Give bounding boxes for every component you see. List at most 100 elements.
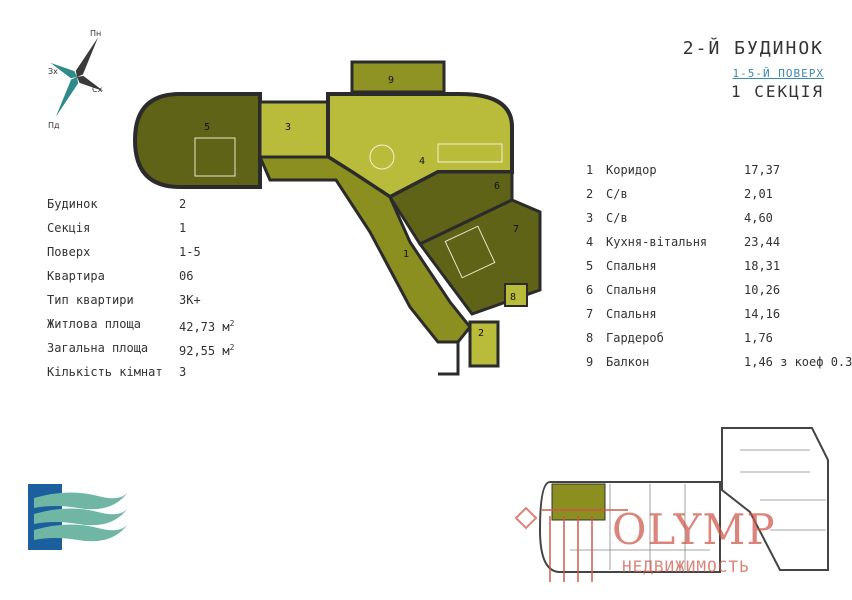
floor-plan: 1 2 3 4 5 6 7 8 9: [132, 60, 542, 376]
bed-icon: [444, 225, 496, 279]
room-3-bathroom[interactable]: [258, 100, 330, 159]
info-label: Секція: [47, 221, 91, 235]
info-label: Поверх: [47, 245, 91, 259]
plan-label-3: 3: [285, 122, 291, 133]
room-num: 4: [586, 235, 594, 249]
plan-label-4: 4: [419, 156, 425, 167]
building-title: 2-Й БУДИНОК: [682, 38, 824, 59]
info-row: Квартира 06: [47, 264, 267, 288]
room-area: 17,37: [744, 163, 781, 177]
plan-label-6: 6: [494, 181, 500, 192]
wave-logo-icon: [28, 484, 128, 550]
info-row: Кількість кімнат 3: [47, 360, 267, 384]
room-area: 1,76: [744, 331, 773, 345]
compass-west: Зх: [48, 67, 58, 76]
info-value-text: 92,55 м: [179, 344, 230, 358]
room-8-wardrobe[interactable]: [504, 283, 528, 307]
info-label: Тип квартири: [47, 293, 134, 307]
info-label: Квартира: [47, 269, 105, 283]
plan-label-5: 5: [204, 122, 210, 133]
section-title: 1 СЕКЦІЯ: [730, 82, 824, 101]
table-icon: [369, 144, 395, 170]
info-value: 06: [179, 269, 194, 283]
room-5-bedroom[interactable]: [132, 92, 262, 189]
room-row: 5 Спальня 18,31: [586, 254, 836, 278]
room-name: Коридор: [606, 163, 657, 177]
info-row: Секція 1: [47, 216, 267, 240]
info-value: 92,55 м2: [179, 336, 234, 363]
room-row: 2 С/в 2,01: [586, 182, 836, 206]
room-area: 18,31: [744, 259, 781, 273]
room-name: Гардероб: [606, 331, 664, 345]
olymp-columns-icon: [514, 506, 628, 582]
room-area: 23,44: [744, 235, 781, 249]
room-num: 5: [586, 259, 594, 273]
room-num: 2: [586, 187, 594, 201]
room-num: 7: [586, 307, 594, 321]
info-value: 3: [179, 365, 187, 379]
info-value: 3К+: [179, 293, 201, 307]
room-name: Спальня: [606, 259, 657, 273]
info-value-text: 42,73 м: [179, 320, 230, 334]
room-row: 3 С/в 4,60: [586, 206, 836, 230]
room-6-bedroom[interactable]: [387, 170, 514, 246]
compass-rose-icon: Пн Сх Зх Пд: [48, 29, 104, 130]
info-row: Будинок 2: [47, 192, 267, 216]
info-label: Житлова площа: [47, 317, 141, 331]
compass-east: Сх: [92, 85, 103, 94]
room-row: 6 Спальня 10,26: [586, 278, 836, 302]
room-name: Спальня: [606, 283, 657, 297]
room-row: 7 Спальня 14,16: [586, 302, 836, 326]
info-value: 1: [179, 221, 187, 235]
info-value-sup: 2: [229, 319, 235, 328]
plan-label-7: 7: [513, 224, 519, 235]
info-row: Житлова площа 42,73 м2: [47, 312, 267, 336]
room-num: 1: [586, 163, 594, 177]
room-name: С/в: [606, 187, 628, 201]
room-9-balcony[interactable]: [350, 60, 446, 94]
entrance-door: [438, 340, 460, 376]
room-num: 6: [586, 283, 594, 297]
room-area: 1,46 з коеф 0.3: [744, 355, 852, 369]
info-row: Поверх 1-5: [47, 240, 267, 264]
floor-link[interactable]: 1-5-Й ПОВЕРХ: [732, 67, 824, 80]
room-num: 8: [586, 331, 594, 345]
info-label: Кількість кімнат: [47, 365, 163, 379]
brand-wordmark: OLYMP: [612, 505, 776, 554]
info-value-sup: 2: [229, 343, 235, 352]
plan-label-8: 8: [510, 292, 516, 303]
room-name: Кухня-вітальня: [606, 235, 708, 249]
sofa-icon: [437, 143, 503, 163]
compass-south: Пд: [48, 121, 60, 130]
room-area: 14,16: [744, 307, 781, 321]
plan-label-1: 1: [403, 249, 409, 260]
room-2-bathroom[interactable]: [468, 320, 500, 368]
room-row: 8 Гардероб 1,76: [586, 326, 836, 350]
plan-label-2: 2: [478, 328, 484, 339]
room-num: 9: [586, 355, 594, 369]
room-name: С/в: [606, 211, 628, 225]
info-value: 1-5: [179, 245, 201, 259]
room-row: 4 Кухня-вітальня 23,44: [586, 230, 836, 254]
info-row: Загальна площа 92,55 м2: [47, 336, 267, 360]
header: 2-Й БУДИНОК 1-5-Й ПОВЕРХ 1 СЕКЦІЯ: [683, 38, 824, 101]
bed-icon: [194, 137, 236, 177]
room-area: 4,60: [744, 211, 773, 225]
room-name: Спальня: [606, 307, 657, 321]
info-row: Тип квартири 3К+: [47, 288, 267, 312]
compass-north: Пн: [90, 29, 101, 38]
info-label: Загальна площа: [47, 341, 149, 355]
apartment-info: Будинок 2 Секція 1 Поверх 1-5 Квартира 06 Ти…: [47, 192, 267, 392]
plan-label-9: 9: [388, 75, 394, 86]
info-value: 2: [179, 197, 187, 211]
info-value: 42,73 м2: [179, 312, 234, 339]
room-row: 1 Коридор 17,37: [586, 158, 836, 182]
room-num: 3: [586, 211, 594, 225]
info-label: Будинок: [47, 197, 98, 211]
room-area: 10,26: [744, 283, 781, 297]
brand-subtitle: НЕДВИЖИМОСТЬ: [622, 557, 750, 576]
room-area: 2,01: [744, 187, 773, 201]
room-1-corridor[interactable]: [257, 155, 472, 344]
